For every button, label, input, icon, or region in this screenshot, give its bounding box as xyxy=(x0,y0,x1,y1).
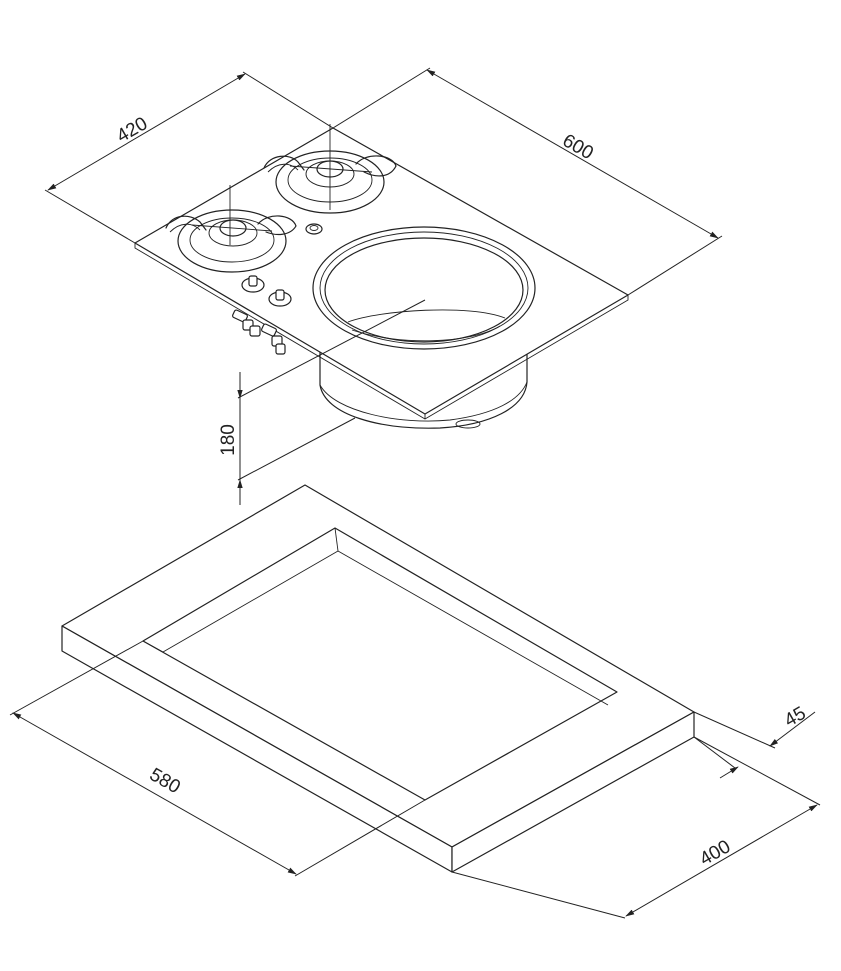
control-knob-2 xyxy=(268,289,292,307)
dimension-label-400: 400 xyxy=(696,836,734,870)
dimension-45: 45 xyxy=(693,703,816,779)
control-knob-1 xyxy=(241,275,265,293)
sink-well xyxy=(312,226,536,350)
dimension-label-600: 600 xyxy=(559,130,597,164)
dimension-label-420: 420 xyxy=(113,113,151,147)
dimension-label-580: 580 xyxy=(146,764,184,798)
hob xyxy=(134,124,629,420)
worktop-cutout-outer xyxy=(142,527,618,801)
worktop xyxy=(61,484,695,873)
gas-fittings xyxy=(232,309,286,355)
dimension-label-180: 180 xyxy=(218,424,239,456)
burner-front xyxy=(165,185,297,273)
dimension-label-45: 45 xyxy=(781,703,810,732)
dimension-580: 580 xyxy=(9,640,426,877)
worktop-top-face xyxy=(61,484,695,848)
burner-back xyxy=(263,124,397,214)
igniter-button-icon xyxy=(305,223,323,235)
hob-plate xyxy=(134,127,629,415)
dimension-180: 180 xyxy=(218,299,426,505)
